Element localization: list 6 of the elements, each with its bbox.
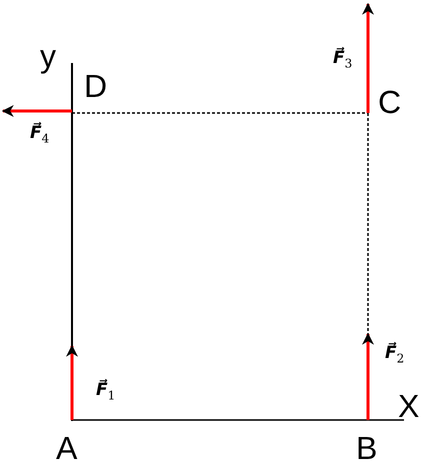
- point-label: D: [84, 70, 108, 102]
- point-label: A: [56, 432, 78, 464]
- axis-label: X: [398, 390, 420, 422]
- axis-label: y: [40, 40, 56, 72]
- point-label: C: [378, 86, 402, 118]
- point-label: B: [356, 432, 378, 464]
